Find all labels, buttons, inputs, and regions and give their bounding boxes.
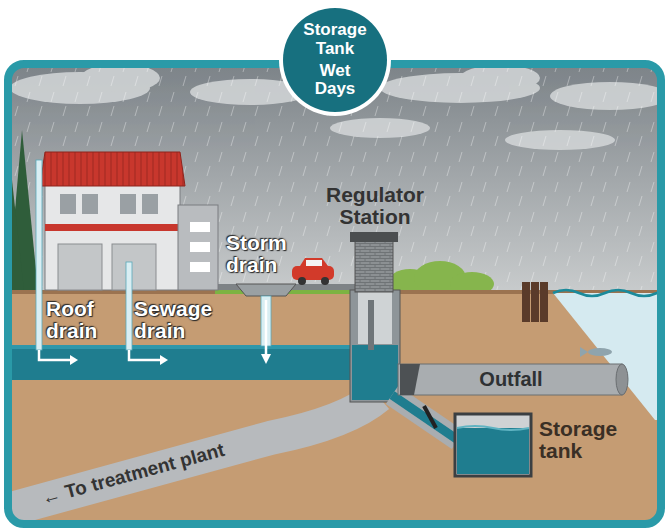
building-part: [40, 152, 185, 186]
badge-circle: [277, 2, 393, 118]
regulator-shaft-part: [352, 345, 398, 400]
storm-drain: [236, 284, 296, 364]
tank-connector-pipe: [392, 395, 458, 440]
regulator-shaft-part: [358, 292, 392, 344]
car-part: [300, 258, 328, 266]
tank-connector-pipe-part: [392, 395, 458, 440]
car-part: [298, 277, 306, 285]
building-part: [58, 244, 102, 290]
pier-posts-part: [540, 282, 548, 322]
drain-label: Roof drain: [46, 298, 120, 342]
drain-label: Sewage drain: [134, 298, 224, 342]
storm-drain-part: [261, 354, 271, 364]
regulator-tower-part: [350, 232, 398, 242]
regulator-shaft-part: [350, 290, 400, 402]
building-part: [190, 242, 210, 252]
regulator-station: Regulator Station: [352, 232, 398, 292]
drain-label: Storm drain: [226, 232, 304, 276]
main-sewer-pipe: [8, 345, 362, 380]
ground: [8, 290, 661, 524]
part-name: Outfall: [479, 369, 542, 390]
pier-posts-part: [531, 282, 539, 322]
storage-tank: Storage tank: [455, 414, 531, 476]
badge-fill: [283, 8, 387, 112]
trees: [8, 130, 38, 290]
pier-posts: [522, 282, 548, 322]
outfall-pipe: Outfall: [400, 364, 622, 395]
outfall-pipe-part: [400, 364, 420, 395]
roof-drain-pipe-part: [70, 355, 78, 365]
text-holder: Storage tank: [539, 418, 639, 462]
fish: [580, 347, 612, 357]
roof-drain-pipe-part: [36, 160, 42, 350]
car-part: [306, 260, 322, 266]
text-holder: Regulator Station: [315, 184, 435, 228]
water: [553, 290, 661, 420]
car-part: [321, 277, 329, 285]
outfall-pipe: [398, 364, 628, 395]
outfall-pipe-part: [398, 364, 622, 395]
badge-title: Storage Tank: [297, 21, 373, 58]
storage-tank: [455, 414, 531, 476]
pier-posts-part: [522, 282, 530, 322]
storage-tank-part: [457, 426, 529, 430]
part-name: Regulator Station: [315, 184, 435, 228]
tank-connector-pipe-part: [392, 395, 458, 440]
sewage-drain-pipe-part: [126, 262, 132, 350]
regulator-tower-part: [355, 240, 393, 292]
badge-title: Wet Days: [297, 62, 373, 99]
storage-tank-part: [455, 414, 531, 476]
part-name: Storage tank: [539, 418, 639, 462]
main-sewer-pipe-part: [8, 345, 362, 349]
water-part: [553, 290, 661, 296]
car: [292, 258, 334, 285]
treatment-pipe: [8, 396, 378, 512]
sewage-drain-pipe-part: [129, 350, 160, 360]
water-part: [553, 293, 661, 420]
roof-drain-pipe-part: [39, 350, 70, 360]
text-holder: Storage TankWet Days: [297, 2, 373, 118]
building-part: [190, 262, 210, 272]
car-part: [292, 266, 334, 280]
badge-ring: [279, 4, 391, 116]
tank-connector-pipe-part: [424, 406, 436, 428]
title-badge: Storage TankWet Days: [277, 2, 393, 118]
regulator-shaft: [350, 290, 400, 402]
text-holder: Outfall: [411, 364, 611, 395]
building-part: [190, 222, 210, 232]
building-part: [142, 194, 158, 214]
building-part: [112, 244, 156, 290]
storage-tank-part: [457, 428, 529, 474]
fish-part: [588, 348, 612, 356]
sewage-drain-pipe-part: [160, 355, 168, 365]
building-part: [45, 224, 180, 231]
scene: [8, 64, 661, 524]
building-part: [45, 185, 180, 290]
regulator-shaft-part: [368, 300, 374, 350]
building-part: [60, 194, 76, 214]
building-part: [82, 194, 98, 214]
building-part: [178, 205, 218, 290]
storm-drain-part: [265, 300, 268, 355]
fish-part: [580, 347, 588, 357]
treatment-pipe-part: [8, 396, 378, 512]
outfall-pipe-part: [616, 364, 628, 395]
frame: [8, 64, 661, 524]
building-part: [120, 194, 136, 214]
main-sewer-pipe-part: [8, 345, 362, 380]
storm-drain-part: [236, 284, 296, 296]
regulator-tower: [350, 232, 398, 292]
